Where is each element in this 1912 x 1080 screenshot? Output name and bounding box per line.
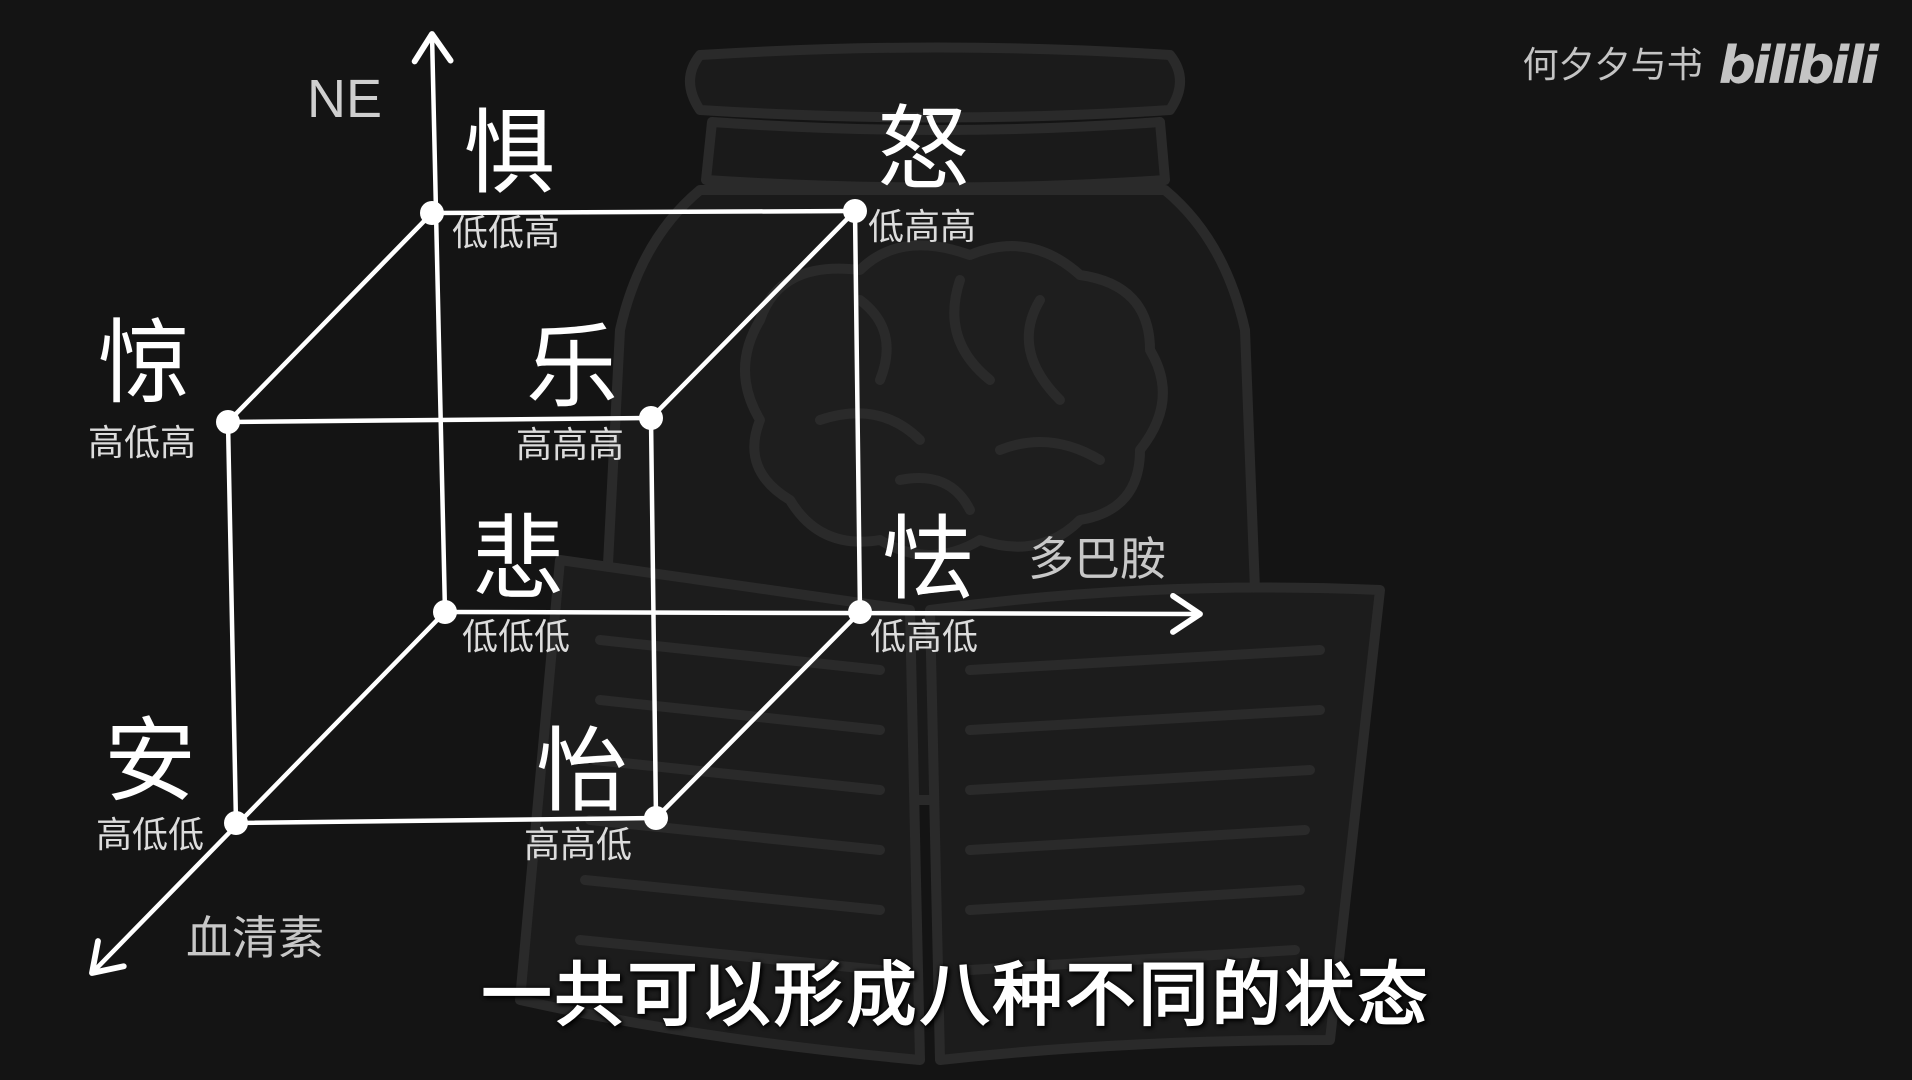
code-label-timid: 低高低 <box>870 617 979 658</box>
code-label-sadness: 低低低 <box>462 617 571 658</box>
code-label-surprise: 高低高 <box>88 423 197 464</box>
watermark: 何夕夕与书 bilibili <box>1522 36 1879 96</box>
book-right-page <box>925 582 1385 1065</box>
emotion-label-fear: 惧 <box>463 100 556 207</box>
emotion-label-joy: 乐 <box>526 314 619 421</box>
cube-edge <box>225 415 654 425</box>
cube-edge <box>225 419 239 826</box>
serotonin-axis-label: 血清素 <box>186 911 324 965</box>
emotion-label-anger: 怒 <box>877 96 970 203</box>
dopamine-axis-arrow <box>442 593 1203 635</box>
vertex-dot <box>224 811 248 835</box>
serotonin-axis-arrow <box>89 609 448 976</box>
brain <box>740 240 1168 560</box>
code-label-pleasure: 高高低 <box>524 825 633 866</box>
emotion-label-pleasure: 怡 <box>536 718 629 825</box>
watermark-author: 何夕夕与书 <box>1522 45 1703 86</box>
cube-edge <box>648 208 858 421</box>
cube-edge <box>653 609 863 821</box>
book-left-page <box>515 555 925 1065</box>
jar-lid <box>685 42 1185 123</box>
code-label-fear: 低低高 <box>452 213 561 254</box>
emotion-label-calm: 安 <box>104 708 197 815</box>
vertex-dot <box>420 201 444 225</box>
vertex-dot <box>216 410 240 434</box>
cube-edge <box>233 815 659 826</box>
dopamine-axis-label: 多巴胺 <box>1028 532 1166 586</box>
emotion-label-surprise: 惊 <box>98 310 191 417</box>
video-subtitle: 一共可以形成八种不同的状态 <box>481 954 1431 1036</box>
cube-edge <box>648 415 659 821</box>
bilibili-logo: bilibili <box>1718 36 1879 96</box>
code-label-calm: 高低低 <box>96 815 205 856</box>
vertex-dot <box>433 600 457 624</box>
vertex-dot <box>848 600 872 624</box>
vertex-dot <box>644 806 668 830</box>
vertex-dot <box>843 199 867 223</box>
ne-axis-label: NE <box>307 69 383 129</box>
vertex-dot <box>639 406 663 430</box>
cube-edge <box>429 208 858 216</box>
cube-edge <box>852 208 863 615</box>
code-label-joy: 高高高 <box>516 425 625 466</box>
cube-edge <box>225 210 435 425</box>
ne-axis-arrow <box>411 31 454 615</box>
code-label-anger: 低高高 <box>868 207 977 248</box>
emotion-label-sadness: 悲 <box>472 506 565 613</box>
emotion-label-timid: 怯 <box>882 506 975 613</box>
